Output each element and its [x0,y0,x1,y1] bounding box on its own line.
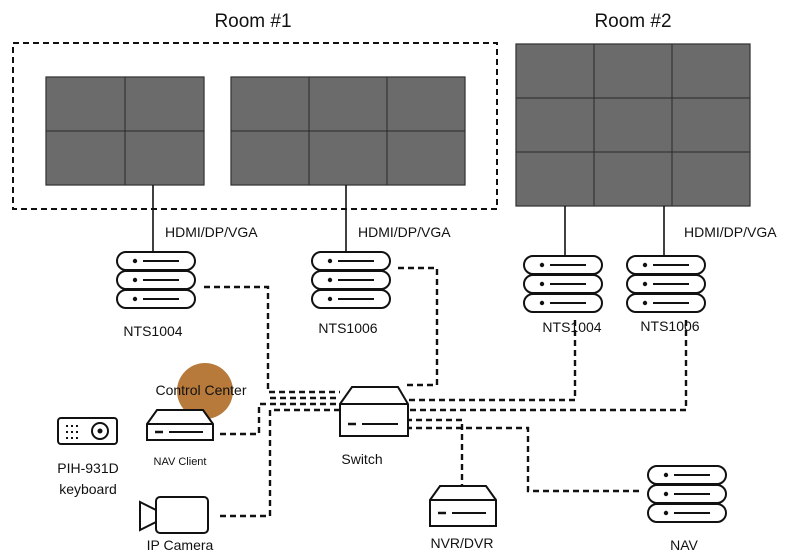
nts1004-room1-server-icon[interactable] [116,251,196,309]
nts1006-room2-label: NTS1006 [640,318,699,334]
nav-server-icon[interactable] [647,465,727,523]
hdmi-label-3: HDMI/DP/VGA [684,224,777,240]
nvr-dvr-label: NVR/DVR [430,535,493,551]
keyboard-label-line1: PIH-931D [57,460,118,476]
nts1006-room2-server-icon[interactable] [626,255,706,313]
nvr-dvr-icon[interactable] [429,485,497,527]
nav-client-icon[interactable] [145,408,215,442]
room1-video-wall-right [230,76,466,186]
hdmi-label-2: HDMI/DP/VGA [358,224,451,240]
nav-label: NAV [670,537,698,552]
nts1004-room2-label: NTS1004 [542,319,601,335]
keyboard-label-line2: keyboard [59,481,117,497]
nts1004-room2-server-icon[interactable] [523,255,603,313]
nts1006-room1-server-icon[interactable] [311,251,391,309]
keyboard-icon[interactable] [57,417,118,445]
network-links [204,266,688,518]
nts1006-room1-label: NTS1006 [318,320,377,336]
nav-client-label: NAV Client [154,456,207,468]
ip-camera-label: IP Camera [147,537,214,552]
room2-video-wall [515,43,751,207]
control-center-label: Control Center [155,382,246,398]
room1-title: Room #1 [214,11,291,32]
room1-boundary [12,42,498,210]
room2-title: Room #2 [594,11,671,32]
control-center-highlight [177,363,233,419]
hdmi-label-1: HDMI/DP/VGA [165,224,258,240]
nts1004-room1-label: NTS1004 [123,323,182,339]
room1-video-wall-left [45,76,205,186]
switch-icon[interactable] [339,386,409,437]
switch-label: Switch [341,451,382,467]
ip-camera-icon[interactable] [139,496,209,534]
